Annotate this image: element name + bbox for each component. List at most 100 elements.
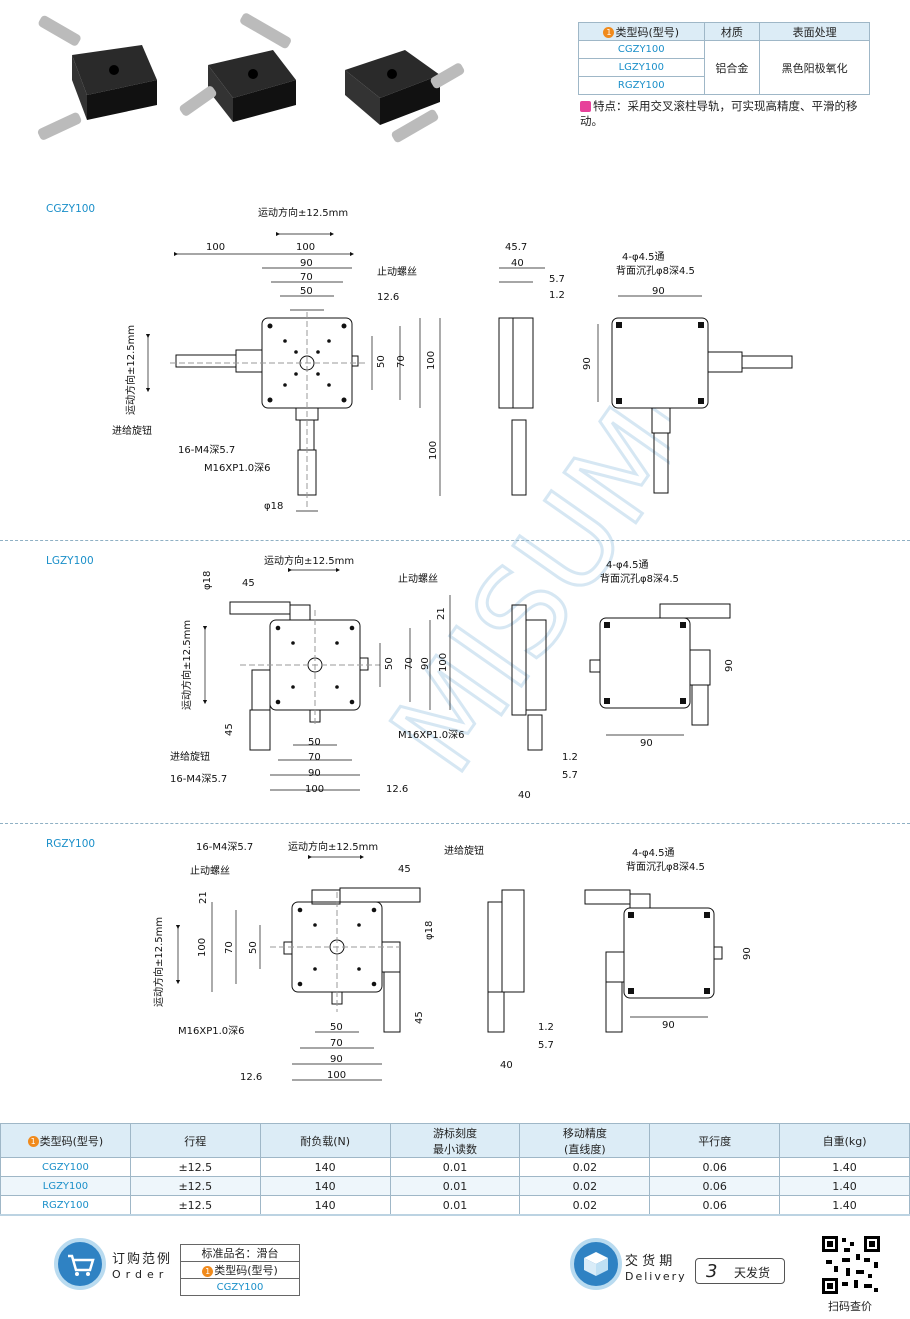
spec-model: CGZY100 [578,40,705,59]
dim-label: 21 [436,607,447,620]
dim-label: 90 [662,1020,675,1031]
watermark-logo: MISUMI [364,354,670,799]
cart-icon [54,1238,106,1290]
counterbore-label: 背面沉孔φ8深4.5 [600,572,679,585]
cell: 0.06 [649,1176,781,1196]
counterbore-label: 背面沉孔φ8深4.5 [616,264,695,277]
cell: 140 [259,1157,391,1177]
drawing-lgzy: 运动方向±12.5mm φ18 45 止动螺丝 21 50 70 90 100 … [170,554,735,801]
spec-surface: 黑色阳极氧化 [759,40,870,95]
phi18-label: φ18 [264,501,283,512]
spec-material: 铝合金 [703,40,761,95]
phi18-label: φ18 [202,571,213,590]
motion-label: 运动方向±12.5mm [258,206,348,219]
product-photo-lgzy [179,13,296,122]
number-badge-icon: 1 [202,1265,214,1277]
m4-label: 16-M4深5.7 [196,841,253,853]
dim-label: 50 [384,657,395,670]
feed-knob-label: 进给旋钮 [444,844,484,857]
dim-label: 100 [438,653,449,672]
dim-label: 100 [206,242,225,253]
dim-label: 70 [396,355,407,368]
motion-label-vertical: 运动方向±12.5mm [180,620,193,710]
cell: 0.02 [519,1195,651,1215]
delivery-box-icon [570,1238,622,1290]
qr-code-icon[interactable] [820,1234,882,1296]
dim-label: 45 [414,1011,425,1024]
dim-label: 5.7 [538,1040,554,1051]
col-header-load: 耐负载(N) [259,1123,391,1158]
dim-label: 90 [420,657,431,670]
dim-label: 90 [308,768,321,779]
dim-label: 90 [724,659,735,672]
feed-knob-label: 进给旋钮 [170,750,210,763]
cell: LGZY100 [0,1176,131,1196]
delivery-days: 3 [706,1261,718,1282]
cell: ±12.5 [129,1157,261,1177]
holes-label: 4-φ4.5通 [606,559,648,571]
dim-label: 100 [296,242,315,253]
motion-label: 运动方向±12.5mm [264,554,354,567]
order-title: 订购范例 [112,1252,173,1267]
table-row: CGZY100 ±12.5 140 0.01 0.02 0.06 1.40 [0,1157,910,1177]
cell: 1.40 [779,1176,910,1196]
cell: 140 [259,1195,391,1215]
dim-label: 100 [305,784,324,795]
section-label-cgzy: CGZY100 [46,203,96,215]
feature-note: 特点：采用交叉滚柱导轨，可实现高精度、平滑的移动。 [580,99,858,128]
dim-label: 50 [376,355,387,368]
dim-label: 50 [248,941,259,954]
section-label-rgzy: RGZY100 [46,838,96,850]
section-label-lgzy: LGZY100 [46,555,94,567]
dim-label: 1.2 [549,290,565,301]
dim-label: 70 [300,272,313,283]
dim-label: 90 [640,738,653,749]
stop-screw-label: 止动螺丝 [398,573,438,585]
spec-header-material: 材质 [703,22,761,41]
col-header-weight: 自重(kg) [779,1123,910,1158]
dim-label: 90 [742,947,753,960]
cell: 0.06 [649,1195,781,1215]
dim-label: 1.2 [538,1022,554,1033]
dim-label: 45 [398,864,411,875]
dim-label: 90 [652,286,665,297]
spec-header-surface: 表面处理 [759,22,870,41]
dim-label: 90 [330,1054,343,1065]
dim-label: 40 [511,258,524,269]
table-row: LGZY100 ±12.5 140 0.01 0.02 0.06 1.40 [0,1176,910,1196]
stop-screw-label: 止动螺丝 [190,865,230,877]
product-photo-cgzy [37,15,157,140]
dim-label: 100 [197,938,208,957]
scan-label: 扫码查价 [828,1300,872,1313]
m4-label: 16-M4深5.7 [178,444,235,456]
dim-label: 100 [428,441,439,460]
cell: 0.01 [389,1157,521,1177]
cell: CGZY100 [0,1157,131,1177]
col-header-parallel: 平行度 [649,1123,781,1158]
cell: 0.06 [649,1157,781,1177]
dim-label: 70 [308,752,321,763]
dim-label: 90 [582,357,593,370]
phi18-label: φ18 [424,921,435,940]
cell: RGZY100 [0,1195,131,1215]
drawing-rgzy: 16-M4深5.7 运动方向±12.5mm 进给旋钮 止动螺丝 45 21 φ1… [152,840,753,1083]
dim-label: 12.6 [377,292,399,303]
std-name: 标准品名：滑台 [180,1244,300,1262]
delivery-days-text: 天发货 [734,1266,771,1280]
m16-label: M16XP1.0深6 [204,462,271,474]
cell: 1.40 [779,1157,910,1177]
section-separator [0,540,910,541]
m16-label: M16XP1.0深6 [178,1025,245,1037]
dim-label: 70 [330,1038,343,1049]
col-header-stroke: 行程 [129,1123,261,1158]
delivery-days-box: 3 天发货 [695,1258,785,1284]
dim-label: 40 [500,1060,513,1071]
dim-label: 70 [224,941,235,954]
cell: 140 [259,1176,391,1196]
